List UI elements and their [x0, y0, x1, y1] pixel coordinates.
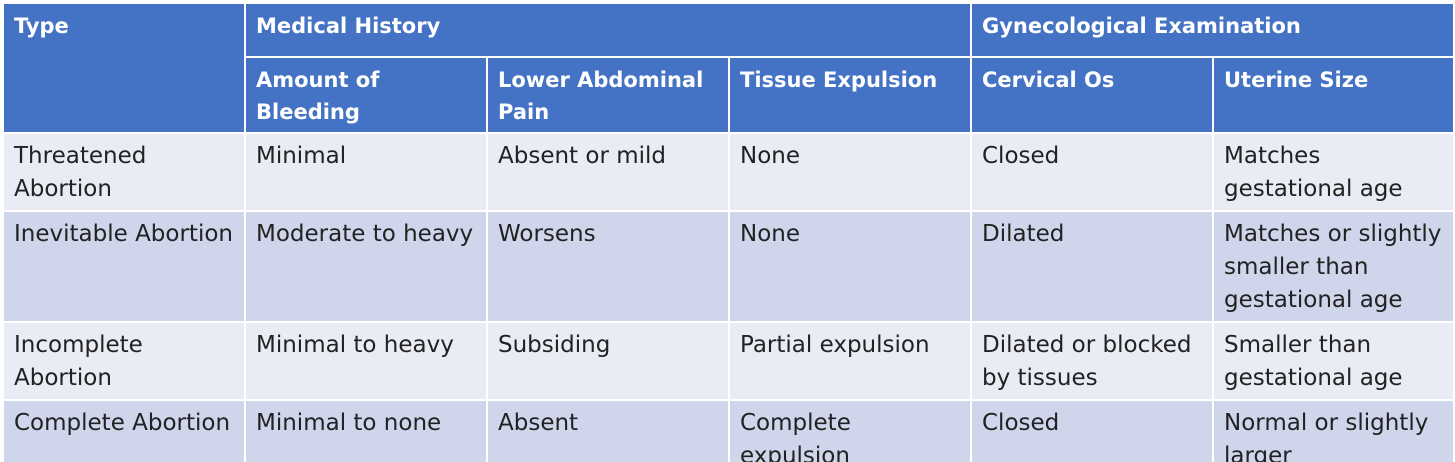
header-cervical-os: Cervical Os — [970, 56, 1214, 134]
cell-cervical-os: Dilated — [970, 210, 1214, 323]
cell-cervical-os: Dilated or blocked by tissues — [970, 321, 1214, 401]
table-row: Inevitable Abortion Moderate to heavy Wo… — [2, 210, 1453, 323]
cell-type: Threatened Abortion — [2, 132, 246, 212]
cell-cervical-os: Closed — [970, 132, 1214, 212]
header-medical-history: Medical History — [244, 2, 972, 58]
header-lower-abdominal-pain: Lower Abdominal Pain — [486, 56, 730, 134]
header-uterine-size: Uterine Size — [1211, 56, 1453, 134]
cell-bleeding: Minimal to heavy — [244, 321, 488, 401]
table-row: Incomplete Abortion Minimal to heavy Sub… — [2, 321, 1453, 401]
cell-uterine-size: Smaller than gestational age — [1211, 321, 1453, 401]
cell-type: Incomplete Abortion — [2, 321, 246, 401]
cell-bleeding: Minimal — [244, 132, 488, 212]
header-gynecological-examination: Gynecological Examination — [969, 2, 1453, 58]
cell-type: Complete Abortion — [2, 399, 246, 462]
cell-pain: Absent or mild — [486, 132, 730, 212]
cell-pain: Worsens — [486, 210, 730, 323]
table-row: Complete Abortion Minimal to none Absent… — [2, 399, 1453, 462]
cell-tissue: Partial expulsion — [728, 321, 972, 401]
cell-uterine-size: Normal or slightly larger — [1211, 399, 1453, 462]
cell-tissue: None — [728, 132, 972, 212]
header-type: Type — [2, 2, 246, 134]
cell-pain: Absent — [486, 399, 730, 462]
header-amount-of-bleeding: Amount of Bleeding — [244, 56, 488, 134]
cell-tissue: None — [728, 210, 972, 323]
cell-type: Inevitable Abortion — [2, 210, 246, 323]
cell-uterine-size: Matches or slightly smaller than gestati… — [1211, 210, 1453, 323]
header-row-groups: Type Medical History Gynecological Exami… — [2, 2, 1453, 134]
cell-cervical-os: Closed — [970, 399, 1214, 462]
cell-pain: Subsiding — [486, 321, 730, 401]
cell-bleeding: Moderate to heavy — [244, 210, 488, 323]
table-row: Threatened Abortion Minimal Absent or mi… — [2, 132, 1453, 212]
header-row-columns: Amount of Bleeding Lower Abdominal Pain … — [3, 56, 1453, 134]
cell-bleeding: Minimal to none — [244, 399, 488, 462]
cell-tissue: Complete expulsion — [728, 399, 972, 462]
cell-uterine-size: Matches gestational age — [1211, 132, 1453, 212]
header-tissue-expulsion: Tissue Expulsion — [728, 56, 972, 134]
